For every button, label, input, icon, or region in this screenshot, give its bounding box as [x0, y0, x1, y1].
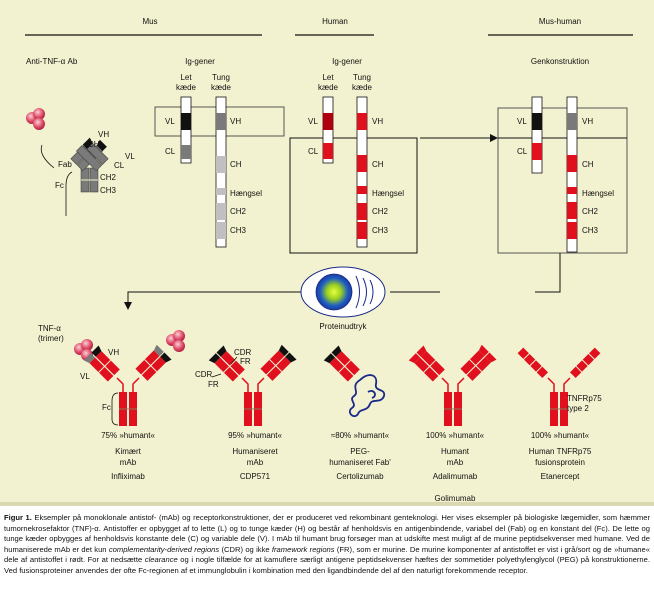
human-gene-hinge: Hængsel	[372, 189, 405, 198]
label-fc: Fc	[55, 181, 64, 190]
construct-gene-vh: VH	[582, 117, 594, 126]
construct-gene-hinge: Hængsel	[582, 189, 615, 198]
construct-gene-ch: CH	[582, 160, 594, 169]
construct-gene-ch3: CH3	[582, 226, 599, 235]
tnf-trimer-icon	[74, 339, 93, 361]
bottom-label-fr-2: FR	[208, 380, 219, 389]
protein-expression-cell-icon	[300, 266, 386, 318]
human-gene-ch: CH	[372, 160, 384, 169]
tnf-trimer-label: TNF-α(trimer)	[38, 324, 64, 343]
tnf-trimer-icon	[166, 330, 185, 352]
human-genes-title: Ig-gener	[332, 57, 362, 66]
etanercept-left-receptor-icon	[517, 347, 548, 378]
construct-heavy-chain-gene	[566, 96, 578, 253]
mus-gene-ch2: CH2	[230, 207, 247, 216]
label-ch2: CH2	[100, 173, 117, 182]
section-title-mus-human: Mus-human	[538, 17, 582, 26]
section-title-human: Human	[322, 17, 348, 26]
cdp571-right-arm-icon	[260, 344, 297, 381]
bottom-label-cdr-1: CDR	[234, 348, 252, 357]
infliximab-right-arm-icon	[135, 344, 172, 381]
infliximab-left-arm-icon	[83, 345, 120, 382]
construct-light-chain-gene	[531, 96, 543, 174]
label-vh: VH	[98, 130, 110, 139]
peg-polymer-icon	[348, 374, 386, 418]
figure-panel: Mus Human Mus-human Anti-TNF-α Ab VH CH …	[0, 0, 654, 503]
mus-gene-cl: CL	[165, 147, 176, 156]
construct-gene-ch2: CH2	[582, 207, 599, 216]
murine-antibody-icon	[40, 137, 109, 216]
bottom-label-fr-1: FR	[240, 357, 251, 366]
adalimumab-fc-icon	[441, 377, 465, 426]
drug-certolizumab: ≈80% »humant«PEG-humaniseret Fab'Certoli…	[329, 431, 391, 481]
mus-gene-hinge: Hængsel	[230, 189, 263, 198]
cdp571-left-arm-icon	[208, 345, 245, 382]
mus-gene-vl: VL	[165, 117, 175, 126]
adalimumab-right-arm-icon	[460, 344, 497, 381]
bottom-label-fc: Fc	[102, 403, 111, 412]
construct-gene-cl: CL	[517, 147, 528, 156]
certolizumab-fab-icon	[323, 345, 360, 382]
construct-box	[497, 107, 628, 254]
construct-gene-vl: VL	[517, 117, 527, 126]
mus-genes-title: Ig-gener	[185, 57, 215, 66]
human-gene-ch2: CH2	[372, 207, 389, 216]
figure-caption-separator	[0, 502, 654, 506]
mus-heavy-chain-gene	[215, 96, 227, 248]
human-gene-ch3: CH3	[372, 226, 389, 235]
cdr-leader	[230, 356, 238, 365]
infliximab-fc-icon	[116, 377, 140, 426]
bottom-label-vl: VL	[80, 372, 90, 381]
cdr-leader	[211, 373, 222, 378]
mus-gene-ch: CH	[230, 160, 242, 169]
label-vl: VL	[125, 152, 135, 161]
human-gene-cl: CL	[308, 147, 319, 156]
cdp571-fc-icon	[241, 377, 265, 426]
expression-to-products-arrow	[124, 291, 305, 310]
label-ch: CH	[88, 140, 100, 149]
label-fab: Fab	[58, 160, 72, 169]
human-gene-vh: VH	[372, 117, 384, 126]
bottom-label-vh: VH	[108, 348, 120, 357]
caption-label: Figur 1.	[4, 513, 32, 522]
human-light-chain-gene	[322, 96, 334, 164]
mus-gene-vh: VH	[230, 117, 242, 126]
figure-caption: Figur 1. Eksempler på monoklonale antist…	[4, 513, 650, 575]
human-heavy-chain-gene	[356, 96, 368, 248]
human-gene-vl: VL	[308, 117, 318, 126]
expression-flow-line	[535, 253, 561, 293]
construct-title: Genkonstruktion	[530, 57, 590, 66]
adalimumab-left-arm-icon	[408, 345, 445, 382]
fc-bracket	[111, 392, 119, 426]
mus-gene-ch3: CH3	[230, 226, 247, 235]
human-constant-region-box	[289, 137, 418, 254]
tnf-trimer-icon	[26, 108, 45, 130]
etanercept-right-receptor-icon	[570, 347, 601, 378]
label-cl: CL	[114, 161, 125, 170]
anti-tnf-antibody-title: Anti-TNF-α Ab	[26, 57, 78, 66]
etanercept-fc-icon	[547, 377, 571, 426]
protein-expression-label: Proteinudtryk	[319, 322, 367, 331]
section-title-mus: Mus	[142, 17, 158, 26]
mus-light-chain-gene	[180, 96, 192, 164]
bottom-label-cdr-2: CDR	[195, 370, 213, 379]
figure-drawing	[25, 34, 633, 426]
label-ch3: CH3	[100, 186, 117, 195]
